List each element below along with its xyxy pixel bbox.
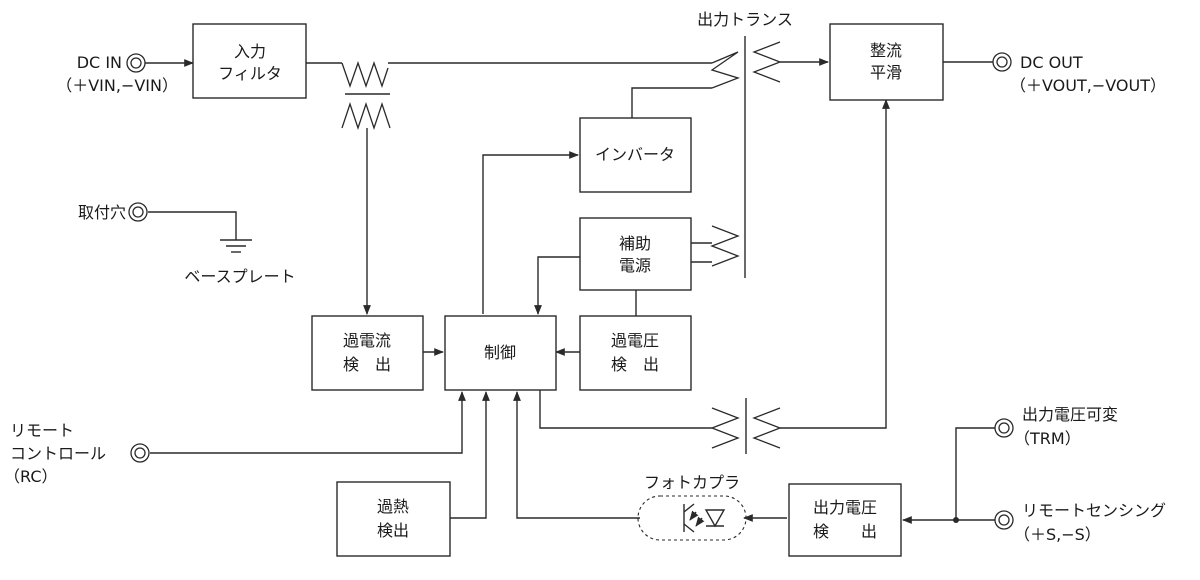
remote-control-label-2: コントロール [10, 444, 106, 463]
terminal-remote-control[interactable] [130, 443, 150, 463]
ground-icon [220, 239, 252, 253]
remote-control-label-3: （RC） [4, 467, 58, 486]
terminal-mount-hole[interactable] [128, 202, 148, 222]
block-aux-power: 補助 電源 [579, 217, 692, 291]
wires [145, 58, 995, 524]
remote-sense-label-1: リモートセンシング [1022, 501, 1166, 520]
base-plate-label: ベースプレート [184, 267, 295, 286]
remote-sense-label-2: （＋S,−S） [1014, 525, 1101, 544]
output-transformer-label: 出力トランス [697, 10, 793, 29]
block-inverter: インバータ [579, 117, 692, 193]
overcurrent-label-1: 過電流 [343, 331, 391, 350]
terminal-remote-sense[interactable] [994, 510, 1014, 530]
overvoltage-label-2: 検 出 [611, 355, 659, 374]
overvoltage-label-1: 過電圧 [611, 331, 659, 350]
dc-in-sub-label: （＋VIN,−VIN） [56, 76, 178, 95]
block-rectifier: 整流 平滑 [829, 23, 944, 101]
inverter-label: インバータ [595, 145, 675, 164]
current-transformer-icon [341, 61, 391, 131]
input-filter-label-2: フィルタ [218, 64, 282, 83]
block-control: 制御 [444, 315, 557, 391]
terminal-trim[interactable] [994, 418, 1014, 438]
overheat-label-1: 過熱 [377, 497, 409, 516]
dc-out-sub-label: （＋VOUT,−VOUT） [1010, 76, 1166, 95]
mount-hole-label: 取付穴 [78, 203, 126, 222]
remote-control-label-1: リモート [10, 421, 74, 440]
dc-out-label: DC OUT [1020, 53, 1083, 72]
drive-transformer-icon [710, 398, 782, 454]
out-voltage-label-1: 出力電圧 [813, 498, 877, 517]
input-filter-label-1: 入力 [234, 42, 266, 61]
aux-power-label-1: 補助 [619, 234, 651, 253]
trim-label-2: （TRM） [1014, 429, 1081, 448]
overheat-label-2: 検出 [377, 521, 409, 540]
block-overcurrent: 過電流 検 出 [311, 315, 424, 391]
trim-label-1: 出力電圧可変 [1022, 405, 1118, 424]
block-overheat: 過熱 検出 [336, 481, 451, 557]
block-input-filter: 入力 フィルタ [192, 23, 307, 99]
rectifier-label-2: 平滑 [870, 63, 902, 82]
block-output-voltage-detect: 出力電圧 検 出 [788, 483, 902, 557]
terminal-dc-in[interactable] [126, 53, 146, 73]
overcurrent-label-2: 検 出 [343, 355, 391, 374]
output-transformer-icon [710, 36, 782, 278]
photocoupler-icon [637, 495, 747, 541]
block-overvoltage: 過電圧 検 出 [579, 315, 692, 391]
control-label: 制御 [484, 343, 516, 362]
rectifier-label-1: 整流 [870, 41, 902, 60]
dc-in-label: DC IN [77, 53, 122, 72]
terminal-dc-out[interactable] [992, 52, 1012, 72]
aux-power-label-2: 電源 [619, 256, 651, 275]
photocoupler-label: フォトカプラ [644, 473, 740, 492]
out-voltage-label-2: 検 出 [813, 522, 877, 541]
